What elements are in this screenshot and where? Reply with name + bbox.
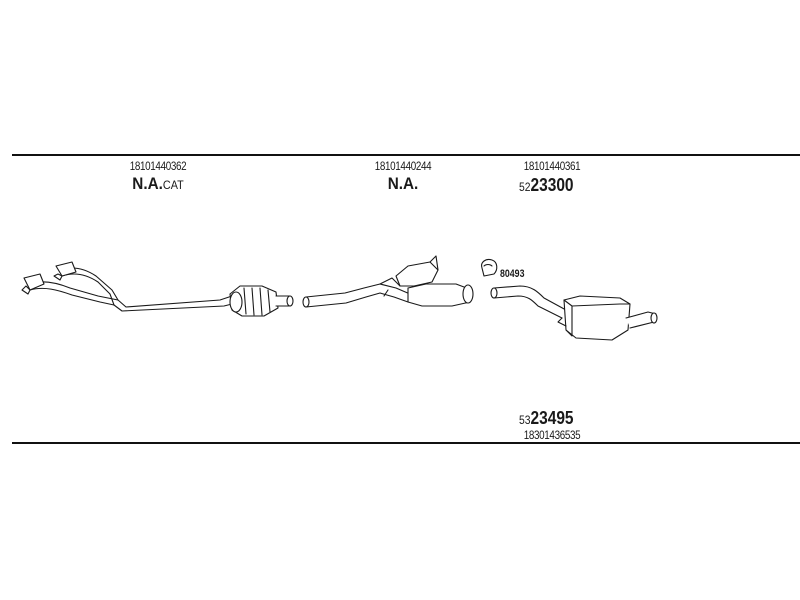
clamp-icon: [481, 258, 498, 277]
front-pipe-with-catalytic-converter: [21, 261, 294, 317]
top-divider-line: [12, 154, 800, 156]
rear-muffler-code-prefix: 53: [519, 413, 531, 427]
front-pipe-suffix: CAT: [162, 178, 184, 192]
rear-muffler-part-number: 18301436535: [523, 428, 581, 442]
bottom-divider-line: [12, 442, 800, 444]
front-pipe-name-text: N.A.: [132, 174, 163, 193]
clamp-code: 80493: [500, 268, 525, 280]
center-pipe-with-resonator: [302, 255, 474, 308]
rear-pipe-code: 5223300: [519, 175, 574, 196]
center-pipe-name: N.A.: [387, 174, 419, 193]
front-pipe-name: N.A.CAT: [122, 174, 194, 194]
rear-pipe-code-prefix: 52: [519, 180, 531, 194]
rear-pipe-with-muffler: [490, 285, 658, 341]
front-pipe-part-number: 18101440362: [129, 159, 187, 173]
rear-muffler-code-main: 23495: [530, 408, 574, 428]
rear-pipe-part-number: 18101440361: [523, 159, 581, 173]
rear-muffler-code: 5323495: [519, 408, 574, 429]
rear-pipe-code-main: 23300: [530, 175, 574, 195]
center-pipe-part-number: 18101440244: [374, 159, 432, 173]
